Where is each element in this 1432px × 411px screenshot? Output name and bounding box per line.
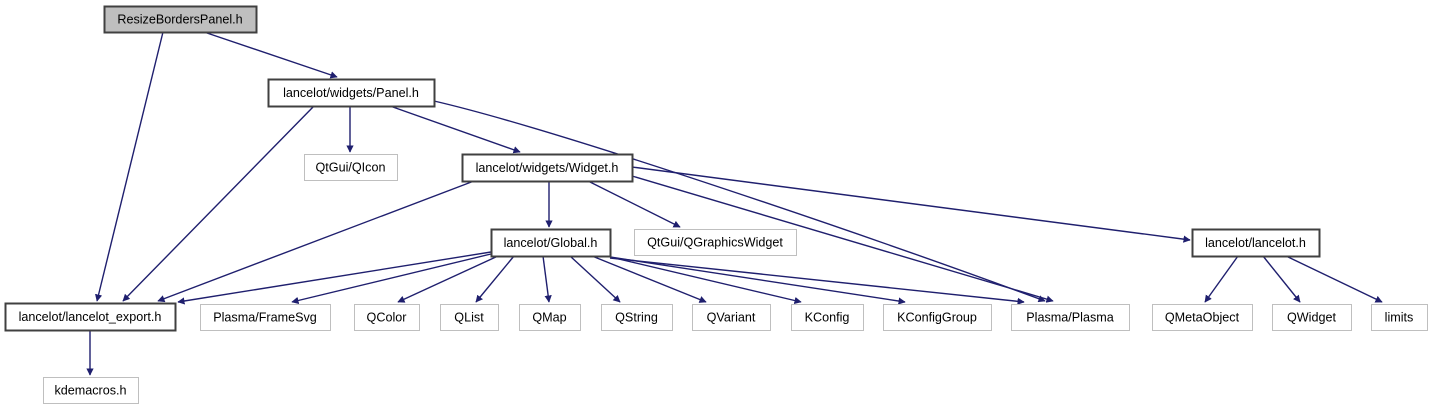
node-box-kdemacros[interactable] — [43, 377, 139, 404]
node-label-widget: lancelot/widgets/Widget.h — [476, 161, 619, 175]
graph-edge-global-to-framesvg — [291, 253, 492, 305]
graph-node-qlist[interactable]: QList — [440, 304, 499, 331]
graph-edge-global-to-qmap — [542, 255, 552, 303]
node-label-qvariant: QVariant — [707, 310, 756, 324]
node-box-lancelot[interactable] — [1191, 228, 1321, 258]
node-box-framesvg[interactable] — [200, 304, 331, 331]
graph-node-kconfig[interactable]: KConfig — [791, 304, 864, 331]
graph-node-plasma[interactable]: Plasma/Plasma — [1011, 304, 1130, 331]
graph-node-resize[interactable]: ResizeBordersPanel.h — [103, 5, 258, 34]
graph-edge-global-to-qlist — [475, 255, 515, 303]
node-label-kdemacros: kdemacros.h — [54, 383, 126, 397]
graph-edge-global-to-qstring — [569, 255, 621, 303]
node-box-qmetaobject[interactable] — [1152, 304, 1253, 331]
graph-edges — [86, 31, 1383, 376]
node-label-qmap: QMap — [532, 310, 566, 324]
node-box-widget[interactable] — [461, 153, 634, 183]
node-box-qwidget[interactable] — [1272, 304, 1352, 331]
node-box-plasma[interactable] — [1011, 304, 1130, 331]
graph-node-qicon[interactable]: QtGui/QIcon — [304, 154, 398, 181]
graph-node-global[interactable]: lancelot/Global.h — [490, 228, 612, 258]
graph-node-qstring[interactable]: QString — [601, 304, 673, 331]
graph-node-qwidget[interactable]: QWidget — [1272, 304, 1352, 331]
graph-edge-widget-to-plasma — [631, 175, 1054, 303]
node-label-global: lancelot/Global.h — [504, 236, 598, 250]
node-label-export: lancelot/lancelot_export.h — [19, 310, 162, 324]
node-label-lancelot: lancelot/lancelot.h — [1205, 236, 1306, 250]
graph-node-qgw[interactable]: QtGui/QGraphicsWidget — [634, 229, 797, 256]
graph-node-qcolor[interactable]: QColor — [354, 304, 420, 331]
graph-edge-widget-to-qgw — [587, 180, 681, 228]
node-box-qstring[interactable] — [601, 304, 673, 331]
node-label-resize: ResizeBordersPanel.h — [117, 12, 242, 26]
node-label-plasma: Plasma/Plasma — [1026, 310, 1114, 324]
node-box-qvariant[interactable] — [692, 304, 771, 331]
node-box-resize[interactable] — [103, 5, 258, 34]
node-label-qstring: QString — [615, 310, 658, 324]
graph-node-export[interactable]: lancelot/lancelot_export.h — [4, 302, 177, 332]
graph-edge-lancelot-to-limits — [1285, 255, 1383, 303]
graph-edge-global-to-kconfig — [605, 255, 802, 305]
node-label-panel: lancelot/widgets/Panel.h — [283, 86, 419, 100]
node-box-global[interactable] — [490, 228, 612, 258]
graph-edge-global-to-qcolor — [397, 255, 499, 303]
node-box-qgw[interactable] — [634, 229, 797, 256]
node-label-qwidget: QWidget — [1287, 310, 1336, 324]
graph-node-kdemacros[interactable]: kdemacros.h — [43, 377, 139, 404]
node-label-qicon: QtGui/QIcon — [316, 160, 386, 174]
graph-node-qvariant[interactable]: QVariant — [692, 304, 771, 331]
node-box-qmap[interactable] — [519, 304, 581, 331]
graph-edge-global-to-plasma — [609, 257, 1025, 305]
node-box-limits[interactable] — [1371, 304, 1428, 331]
graph-node-kconfiggroup[interactable]: KConfigGroup — [883, 304, 992, 331]
graph-edge-panel-to-widget — [389, 105, 521, 154]
graph-node-qmap[interactable]: QMap — [519, 304, 581, 331]
node-box-qcolor[interactable] — [354, 304, 420, 331]
graph-edge-panel-to-plasma — [433, 100, 1046, 303]
graph-nodes: ResizeBordersPanel.h lancelot/widgets/Pan… — [4, 5, 1428, 404]
node-label-limits: limits — [1385, 310, 1414, 324]
graph-node-limits[interactable]: limits — [1371, 304, 1428, 331]
graph-edge-global-to-export — [177, 251, 492, 305]
node-label-qgw: QtGui/QGraphicsWidget — [647, 235, 783, 249]
graph-node-lancelot[interactable]: lancelot/lancelot.h — [1191, 228, 1321, 258]
graph-edge-global-to-kconfiggroup — [609, 256, 906, 305]
graph-node-framesvg[interactable]: Plasma/FrameSvg — [200, 304, 331, 331]
node-label-framesvg: Plasma/FrameSvg — [213, 310, 317, 324]
graph-node-qmetaobject[interactable]: QMetaObject — [1152, 304, 1253, 331]
node-box-qlist[interactable] — [440, 304, 499, 331]
graph-edge-widget-to-lancelot — [631, 166, 1191, 243]
node-label-qmetaobject: QMetaObject — [1165, 310, 1240, 324]
graph-edge-widget-to-export — [157, 180, 475, 303]
node-label-kconfiggroup: KConfigGroup — [897, 310, 977, 324]
graph-edge-global-to-qvariant — [591, 255, 707, 303]
node-label-qlist: QList — [454, 310, 484, 324]
graph-node-panel[interactable]: lancelot/widgets/Panel.h — [267, 78, 436, 108]
node-box-export[interactable] — [4, 302, 177, 332]
node-box-panel[interactable] — [267, 78, 436, 108]
node-box-qicon[interactable] — [304, 154, 398, 181]
node-label-kconfig: KConfig — [805, 310, 850, 324]
graph-edge-resize-to-export — [95, 31, 164, 302]
graph-edge-lancelot-to-qwidget — [1262, 255, 1301, 303]
node-label-qcolor: QColor — [367, 310, 407, 324]
node-box-kconfig[interactable] — [791, 304, 864, 331]
graph-node-widget[interactable]: lancelot/widgets/Widget.h — [461, 153, 634, 183]
node-box-kconfiggroup[interactable] — [883, 304, 992, 331]
graph-edge-panel-to-export — [122, 105, 315, 302]
graph-edge-lancelot-to-qmetaobject — [1204, 255, 1239, 303]
graph-edge-resize-to-panel — [203, 31, 338, 79]
